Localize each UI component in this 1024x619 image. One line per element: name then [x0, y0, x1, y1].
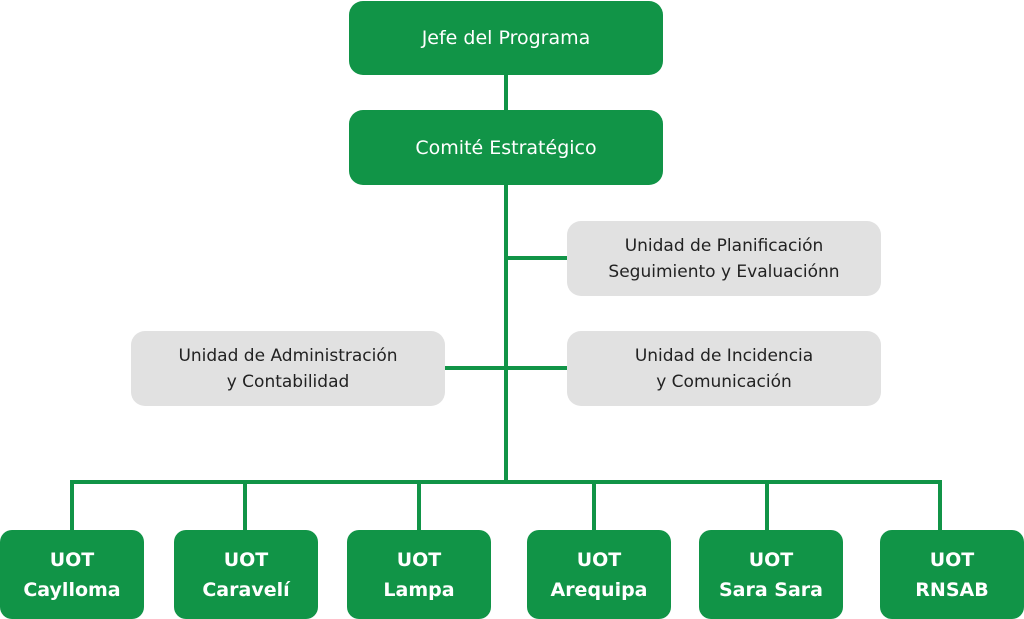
- uot-rnsab-line1: UOT: [929, 548, 975, 571]
- box-comite-estrategico: Comité Estratégico: [349, 110, 663, 185]
- uot-lampa-line1: UOT: [396, 548, 442, 571]
- incidencia-line2: y Comunicación: [656, 371, 792, 392]
- uot-sara-sara-line2: Sara Sara: [718, 578, 823, 601]
- box-unidad-incidencia: Unidad de Incidencia y Comunicación: [567, 331, 881, 406]
- planificacion-line2: Seguimiento y Evaluaciónn: [608, 261, 840, 282]
- box-uot-caraveli: UOT Caravelí: [174, 530, 318, 619]
- box-comite-label: Comité Estratégico: [415, 136, 597, 159]
- administracion-line2: y Contabilidad: [226, 371, 350, 392]
- box-jefe-label: Jefe del Programa: [421, 27, 591, 49]
- administracion-line1: Unidad de Administración: [178, 345, 398, 366]
- box-unidad-administracion: Unidad de Administración y Contabilidad: [131, 331, 445, 406]
- uot-arequipa-line1: UOT: [576, 548, 622, 571]
- uot-caraveli-line2: Caravelí: [202, 578, 290, 601]
- incidencia-line1: Unidad de Incidencia: [634, 345, 814, 366]
- box-uot-lampa: UOT Lampa: [347, 530, 491, 619]
- uot-arequipa-line2: Arequipa: [550, 578, 648, 601]
- uot-caraveli-line1: UOT: [223, 548, 269, 571]
- uot-lampa-line2: Lampa: [383, 578, 455, 601]
- uot-sara-sara-line1: UOT: [748, 548, 794, 571]
- planificacion-line1: Unidad de Planificación: [624, 235, 824, 256]
- box-unidad-planificacion: Unidad de Planificación Seguimiento y Ev…: [567, 221, 881, 296]
- box-jefe-del-programa: Jefe del Programa: [349, 1, 663, 75]
- uot-caylloma-line2: Caylloma: [23, 578, 121, 601]
- box-uot-sara-sara: UOT Sara Sara: [699, 530, 843, 619]
- uot-rnsab-line2: RNSAB: [915, 578, 989, 601]
- box-uot-arequipa: UOT Arequipa: [527, 530, 671, 619]
- box-uot-caylloma: UOT Caylloma: [0, 530, 144, 619]
- box-uot-rnsab: UOT RNSAB: [880, 530, 1024, 619]
- uot-caylloma-line1: UOT: [49, 548, 95, 571]
